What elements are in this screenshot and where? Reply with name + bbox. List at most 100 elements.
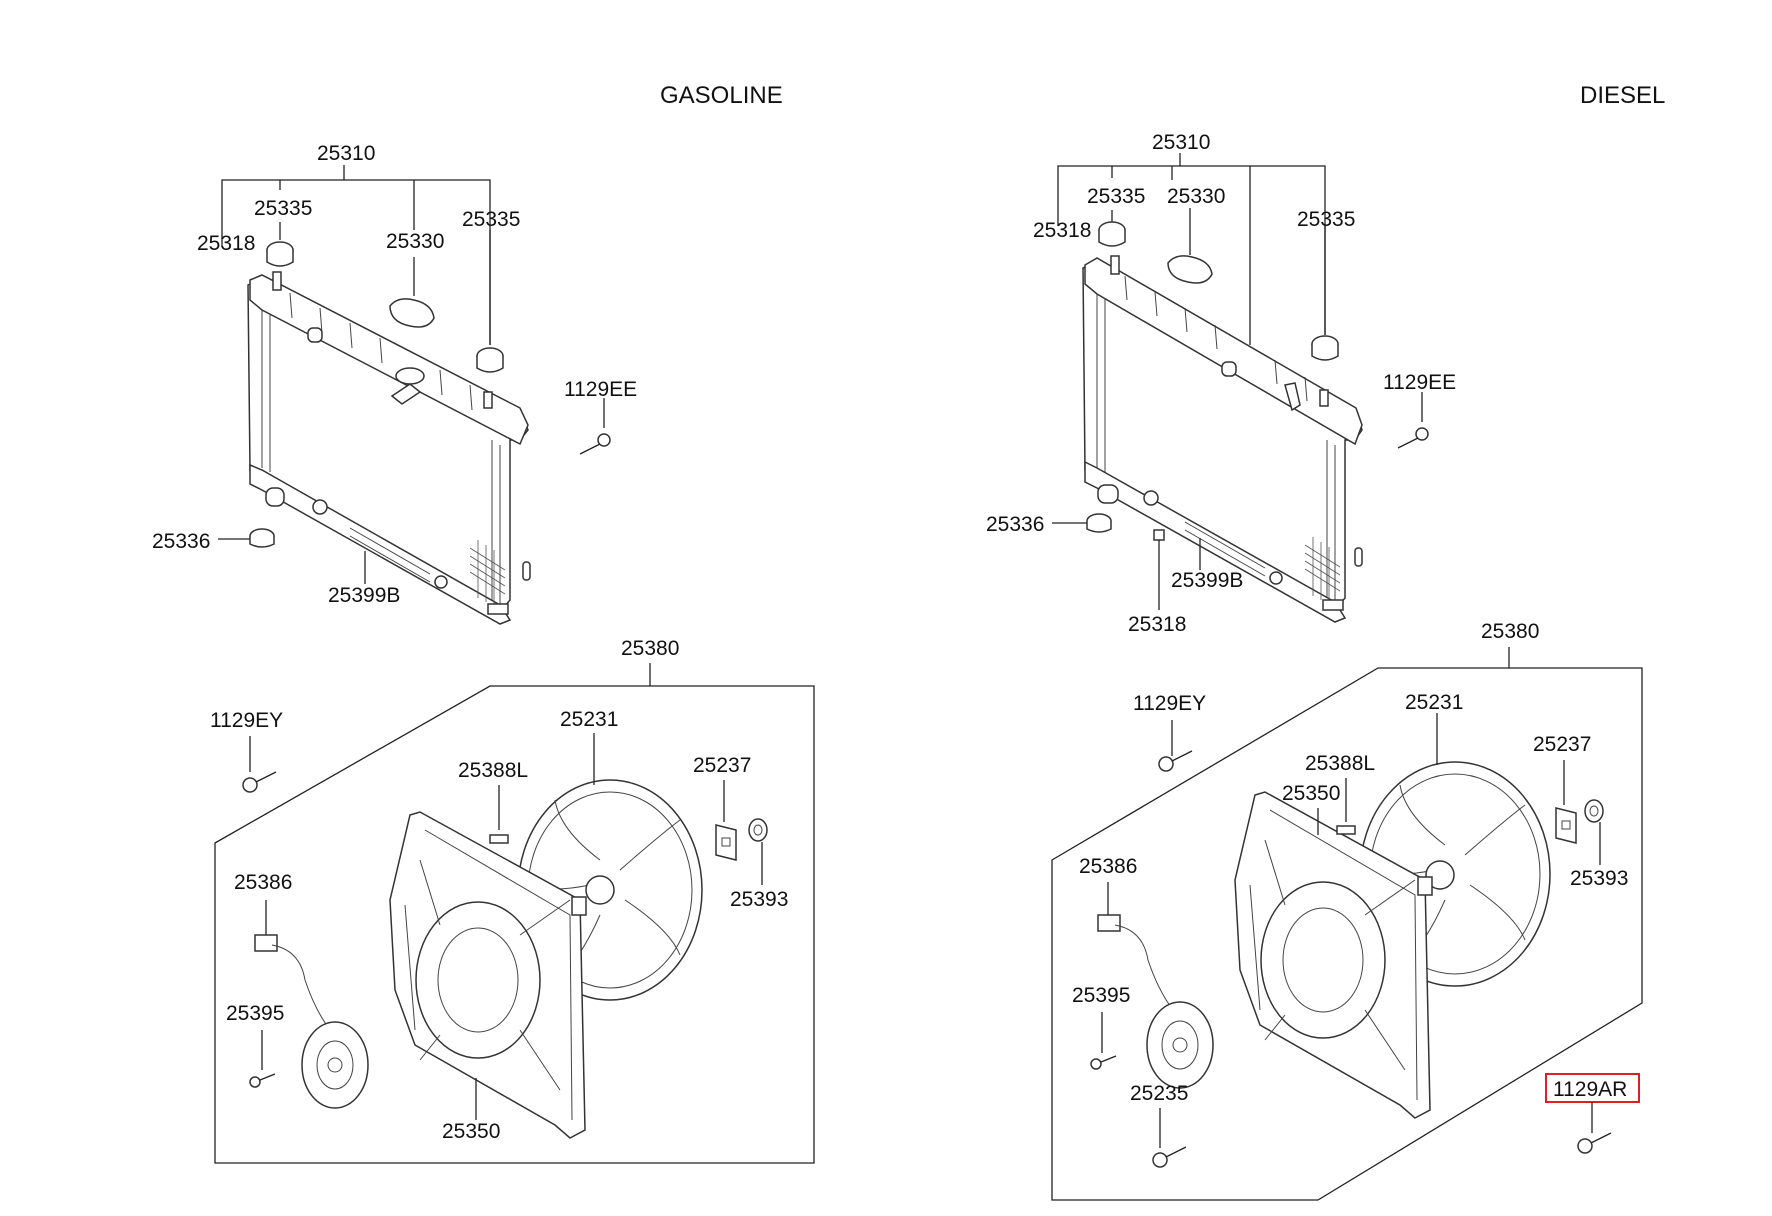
d-bottom-mount-foot	[1322, 599, 1344, 611]
top-left-pin	[272, 271, 282, 291]
lower-bracket	[349, 527, 431, 583]
d-label-25380: 25380	[1481, 620, 1539, 643]
d-grommet-25393	[1584, 799, 1604, 823]
label-25335-left: 25335	[254, 197, 312, 220]
label-25395: 25395	[226, 1002, 284, 1025]
d-bolt-1129AR	[1577, 1132, 1612, 1154]
bolt-1129EY	[242, 771, 277, 793]
label-25335-right: 25335	[462, 208, 520, 231]
clip-25237	[715, 824, 737, 861]
label-25336: 25336	[152, 530, 210, 553]
d-label-25336: 25336	[986, 513, 1044, 536]
d-label-25335-right: 25335	[1297, 208, 1355, 231]
label-1129EE: 1129EE	[564, 378, 637, 401]
bottom-mount-foot	[487, 603, 509, 615]
d-label-25237: 25237	[1533, 733, 1591, 756]
motor-connector	[254, 934, 278, 952]
d-side-slot	[1354, 547, 1363, 567]
d-plate-25388L	[1336, 825, 1356, 835]
d-fan-motor-25386	[1097, 914, 1214, 1089]
label-25310: 25310	[317, 142, 375, 165]
fan-assembly-box	[214, 685, 815, 1164]
d-top-mount-pin	[1221, 361, 1237, 377]
label-25350: 25350	[442, 1120, 500, 1143]
d-core-fin-hatch	[1304, 537, 1341, 604]
radiator-cap-25330	[389, 298, 435, 328]
d-label-25395: 25395	[1072, 984, 1130, 1007]
cap-25335-left	[266, 241, 294, 267]
d-top-left-pin	[1110, 255, 1120, 275]
upper-tank-ribs	[289, 292, 473, 411]
d-upper-tank-ribs	[1124, 275, 1308, 402]
d-screw-25318	[1153, 529, 1165, 552]
bolt-1129EE	[579, 433, 611, 455]
d-label-25318-bottom: 25318	[1128, 613, 1186, 636]
d-fan-assembly-box	[1051, 667, 1643, 1201]
gasoline-radiator	[247, 271, 531, 625]
label-25388L: 25388L	[458, 759, 528, 782]
d-label-25335-left: 25335	[1087, 185, 1145, 208]
d-lower-bracket	[1184, 521, 1266, 577]
gasoline-fan-group: 25380 1129EY 25231 25388L 25237 25393 25…	[210, 637, 815, 1164]
d-label-25350: 25350	[1282, 782, 1340, 805]
d-motor-connector-block	[1417, 876, 1433, 896]
radiator-side-tanks	[261, 300, 501, 605]
label-25330: 25330	[386, 230, 444, 253]
d-label-25318-top: 25318	[1033, 219, 1091, 242]
d-drain-fitting	[1143, 490, 1159, 506]
d-label-1129EE: 1129EE	[1383, 371, 1456, 394]
d-label-25388L: 25388L	[1305, 752, 1375, 775]
label-25380: 25380	[621, 637, 679, 660]
plate-25388L	[489, 834, 509, 844]
label-25386: 25386	[234, 871, 292, 894]
grommet-25393	[748, 818, 768, 842]
d-screw-25395	[1090, 1055, 1117, 1070]
d-label-25330: 25330	[1167, 185, 1225, 208]
cap-25335-right	[476, 347, 504, 373]
d-bolt-25235	[1152, 1146, 1187, 1168]
d-label-25399B: 25399B	[1171, 569, 1243, 592]
header-gasoline: GASOLINE	[660, 82, 783, 109]
d-cap-25336	[1086, 513, 1112, 533]
d-bolt-1129EY	[1158, 750, 1193, 772]
d-fan-shroud-25350	[1234, 791, 1433, 1119]
label-25318: 25318	[197, 232, 255, 255]
d-bolt-1129EE	[1397, 427, 1429, 449]
d-label-1129EY: 1129EY	[1133, 692, 1206, 715]
side-slot	[522, 561, 531, 581]
d-cap-25335-right	[1311, 335, 1339, 361]
d-lower-right-fitting	[1269, 571, 1283, 585]
cap-25336	[249, 528, 275, 548]
label-25231: 25231	[560, 708, 618, 731]
header-diesel: DIESEL	[1580, 82, 1665, 109]
screw-25395	[249, 1073, 276, 1088]
gasoline-radiator-group: 25310 25335 25318 25330 25335 1129EE 253…	[152, 142, 637, 625]
motor-wire	[271, 944, 331, 1031]
d-motor-wire	[1114, 924, 1174, 1011]
d-label-25310: 25310	[1152, 131, 1210, 154]
motor-connector-block	[571, 896, 587, 916]
lower-right-fitting	[434, 575, 448, 589]
filler-neck	[395, 367, 425, 385]
d-label-1129AR[interactable]: 1129AR	[1553, 1078, 1627, 1101]
d-label-25386: 25386	[1079, 855, 1137, 878]
lower-hose-outlet	[265, 487, 285, 507]
diesel-radiator	[1082, 255, 1363, 623]
label-1129EY: 1129EY	[210, 709, 283, 732]
top-right-pin	[483, 391, 493, 409]
label-25237: 25237	[693, 754, 751, 777]
upper-hose-outlet	[390, 383, 422, 405]
d-lower-hose-outlet	[1097, 484, 1119, 504]
top-mount-pin	[307, 327, 323, 343]
d-radiator-cap-25330	[1167, 255, 1213, 284]
core-fin-hatch	[469, 540, 506, 606]
d-cap-25335-left	[1098, 221, 1126, 247]
radiator-upper-tank	[249, 274, 529, 446]
d-label-25231: 25231	[1405, 691, 1463, 714]
d-motor-connector	[1097, 914, 1121, 932]
label-25399B: 25399B	[328, 584, 400, 607]
d-label-25393: 25393	[1570, 867, 1628, 890]
label-25393: 25393	[730, 888, 788, 911]
d-upper-outlet	[1284, 382, 1301, 412]
